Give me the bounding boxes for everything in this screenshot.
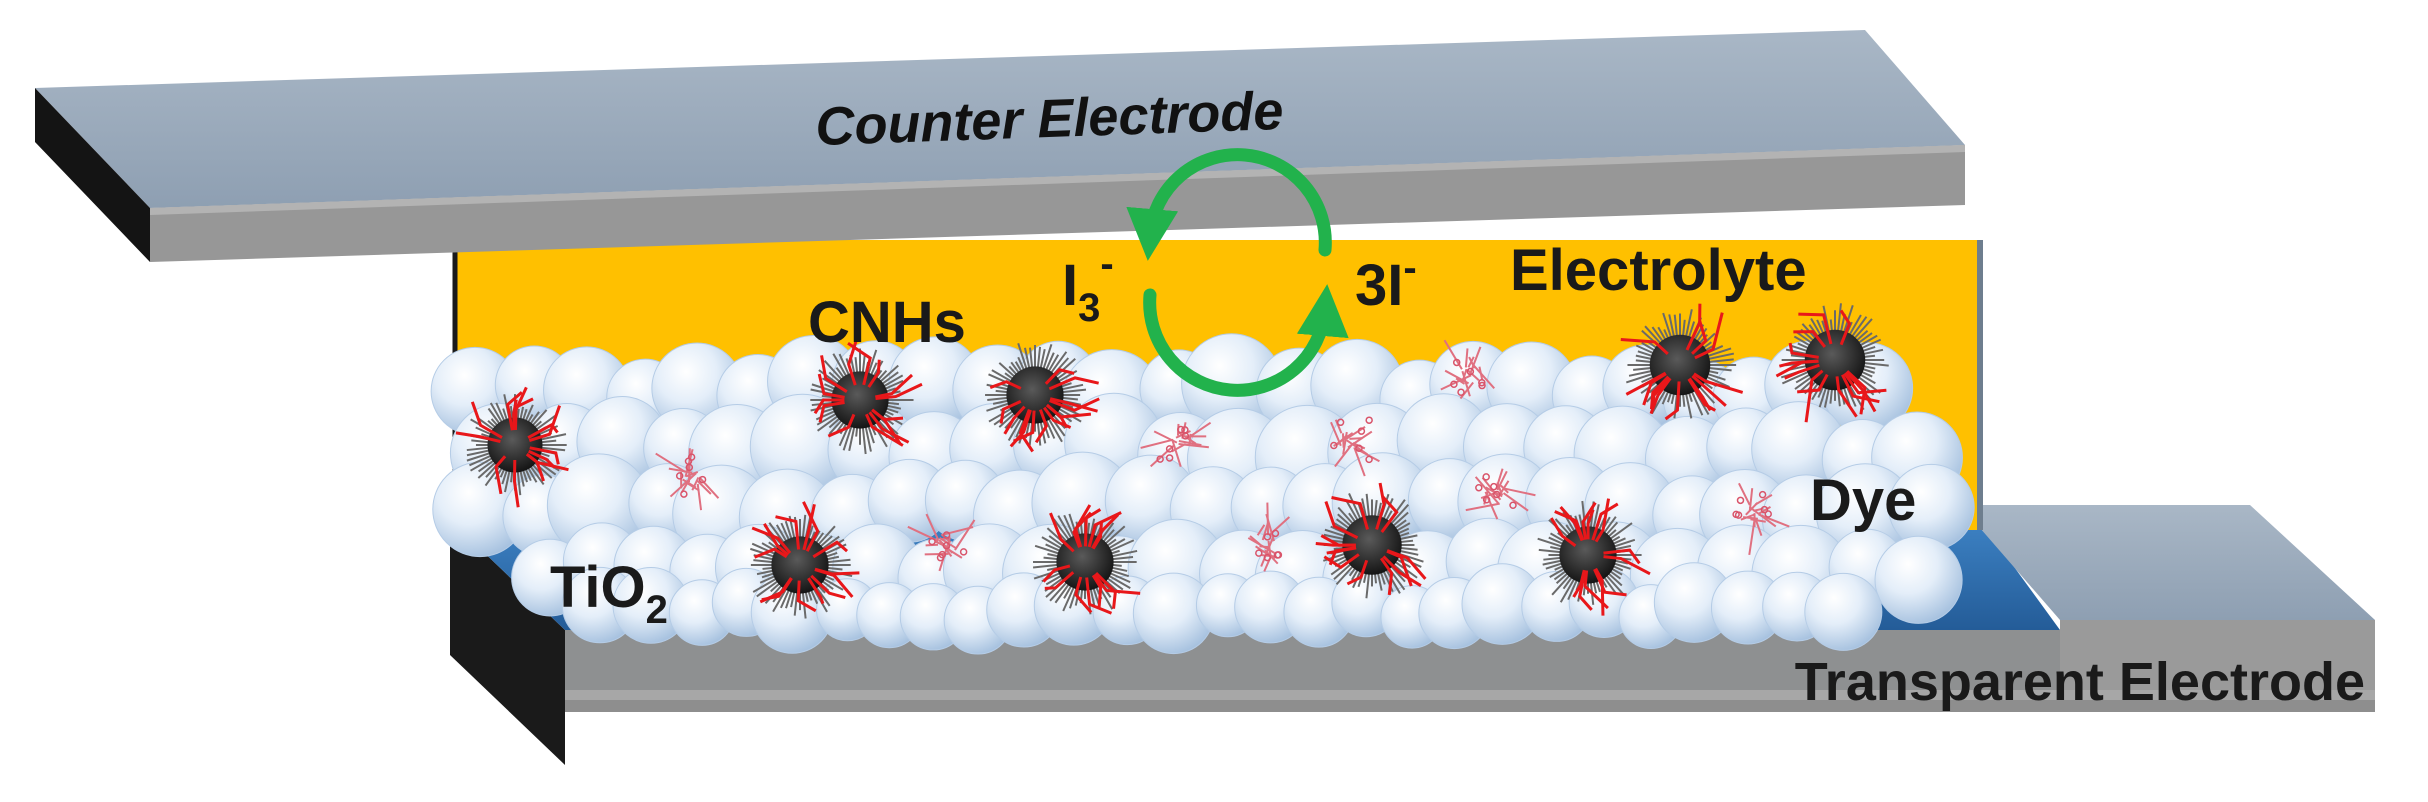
cycle-arrow-top — [1126, 148, 1332, 261]
transparent-electrode-side — [450, 520, 565, 765]
carbon-nanohorn-icon — [455, 386, 569, 508]
dye-molecule-icon — [1330, 416, 1380, 477]
dye-molecule-icon — [1247, 502, 1291, 572]
counter-electrode-front — [150, 145, 1965, 262]
carbon-nanohorn-icon — [1775, 303, 1889, 423]
dye-molecule-icon — [1140, 421, 1212, 468]
dye-molecule-icon — [1465, 468, 1536, 520]
tio2-base: TiO — [550, 555, 646, 620]
dye-molecules — [655, 339, 1790, 572]
tio2-label: TiO2 — [550, 555, 668, 632]
dye-molecule-icon — [655, 448, 720, 511]
carbon-nanohorn-icon — [750, 501, 860, 619]
tio2-nanoparticle-icon — [1874, 535, 1963, 624]
carbon-nanohorn-icon — [985, 343, 1100, 453]
carbon-nanohorn-icon — [1537, 498, 1651, 616]
cnhs-label: CNHs — [808, 290, 966, 355]
triiodide-superscript: - — [1100, 242, 1113, 286]
iodide-base: 3I — [1355, 253, 1403, 318]
redox-cycle-arrows-icon — [1126, 148, 1349, 397]
triiodide-subscript: 3 — [1078, 286, 1100, 330]
electrolyte-label: Electrolyte — [1510, 238, 1807, 303]
transparent-electrode-label: Transparent Electrode — [1795, 652, 2365, 712]
tio2-nanoparticle-icon — [1804, 572, 1883, 651]
transparent-electrode-step-shadow — [565, 700, 2375, 712]
carbon-nanohorn-icon — [1315, 482, 1427, 599]
dye-molecule-icon — [1732, 482, 1790, 556]
tio2-subscript: 2 — [646, 588, 668, 632]
triiodide-label: I3- — [1062, 242, 1114, 330]
counter-electrode-front-highlight — [150, 145, 1965, 215]
counter-electrode-left-side — [35, 88, 150, 262]
counter-electrode — [35, 30, 1965, 262]
dye-molecule-icon — [1440, 339, 1495, 400]
iodide-superscript: - — [1403, 246, 1416, 290]
triiodide-base: I — [1062, 253, 1078, 318]
carbon-nanohorns — [455, 303, 1889, 619]
transparent-electrode-step-top — [1960, 505, 2375, 620]
carbon-nanohorn-icon — [810, 340, 923, 455]
carbon-nanohorn-icon — [1620, 303, 1744, 421]
dye-label: Dye — [1810, 468, 1916, 533]
iodide-label: 3I- — [1355, 246, 1417, 318]
cycle-arrow-bottom — [1143, 284, 1349, 397]
dye-molecule-icon — [907, 513, 976, 572]
counter-electrode-top — [35, 30, 1965, 208]
carbon-nanohorn-icon — [1032, 504, 1141, 615]
